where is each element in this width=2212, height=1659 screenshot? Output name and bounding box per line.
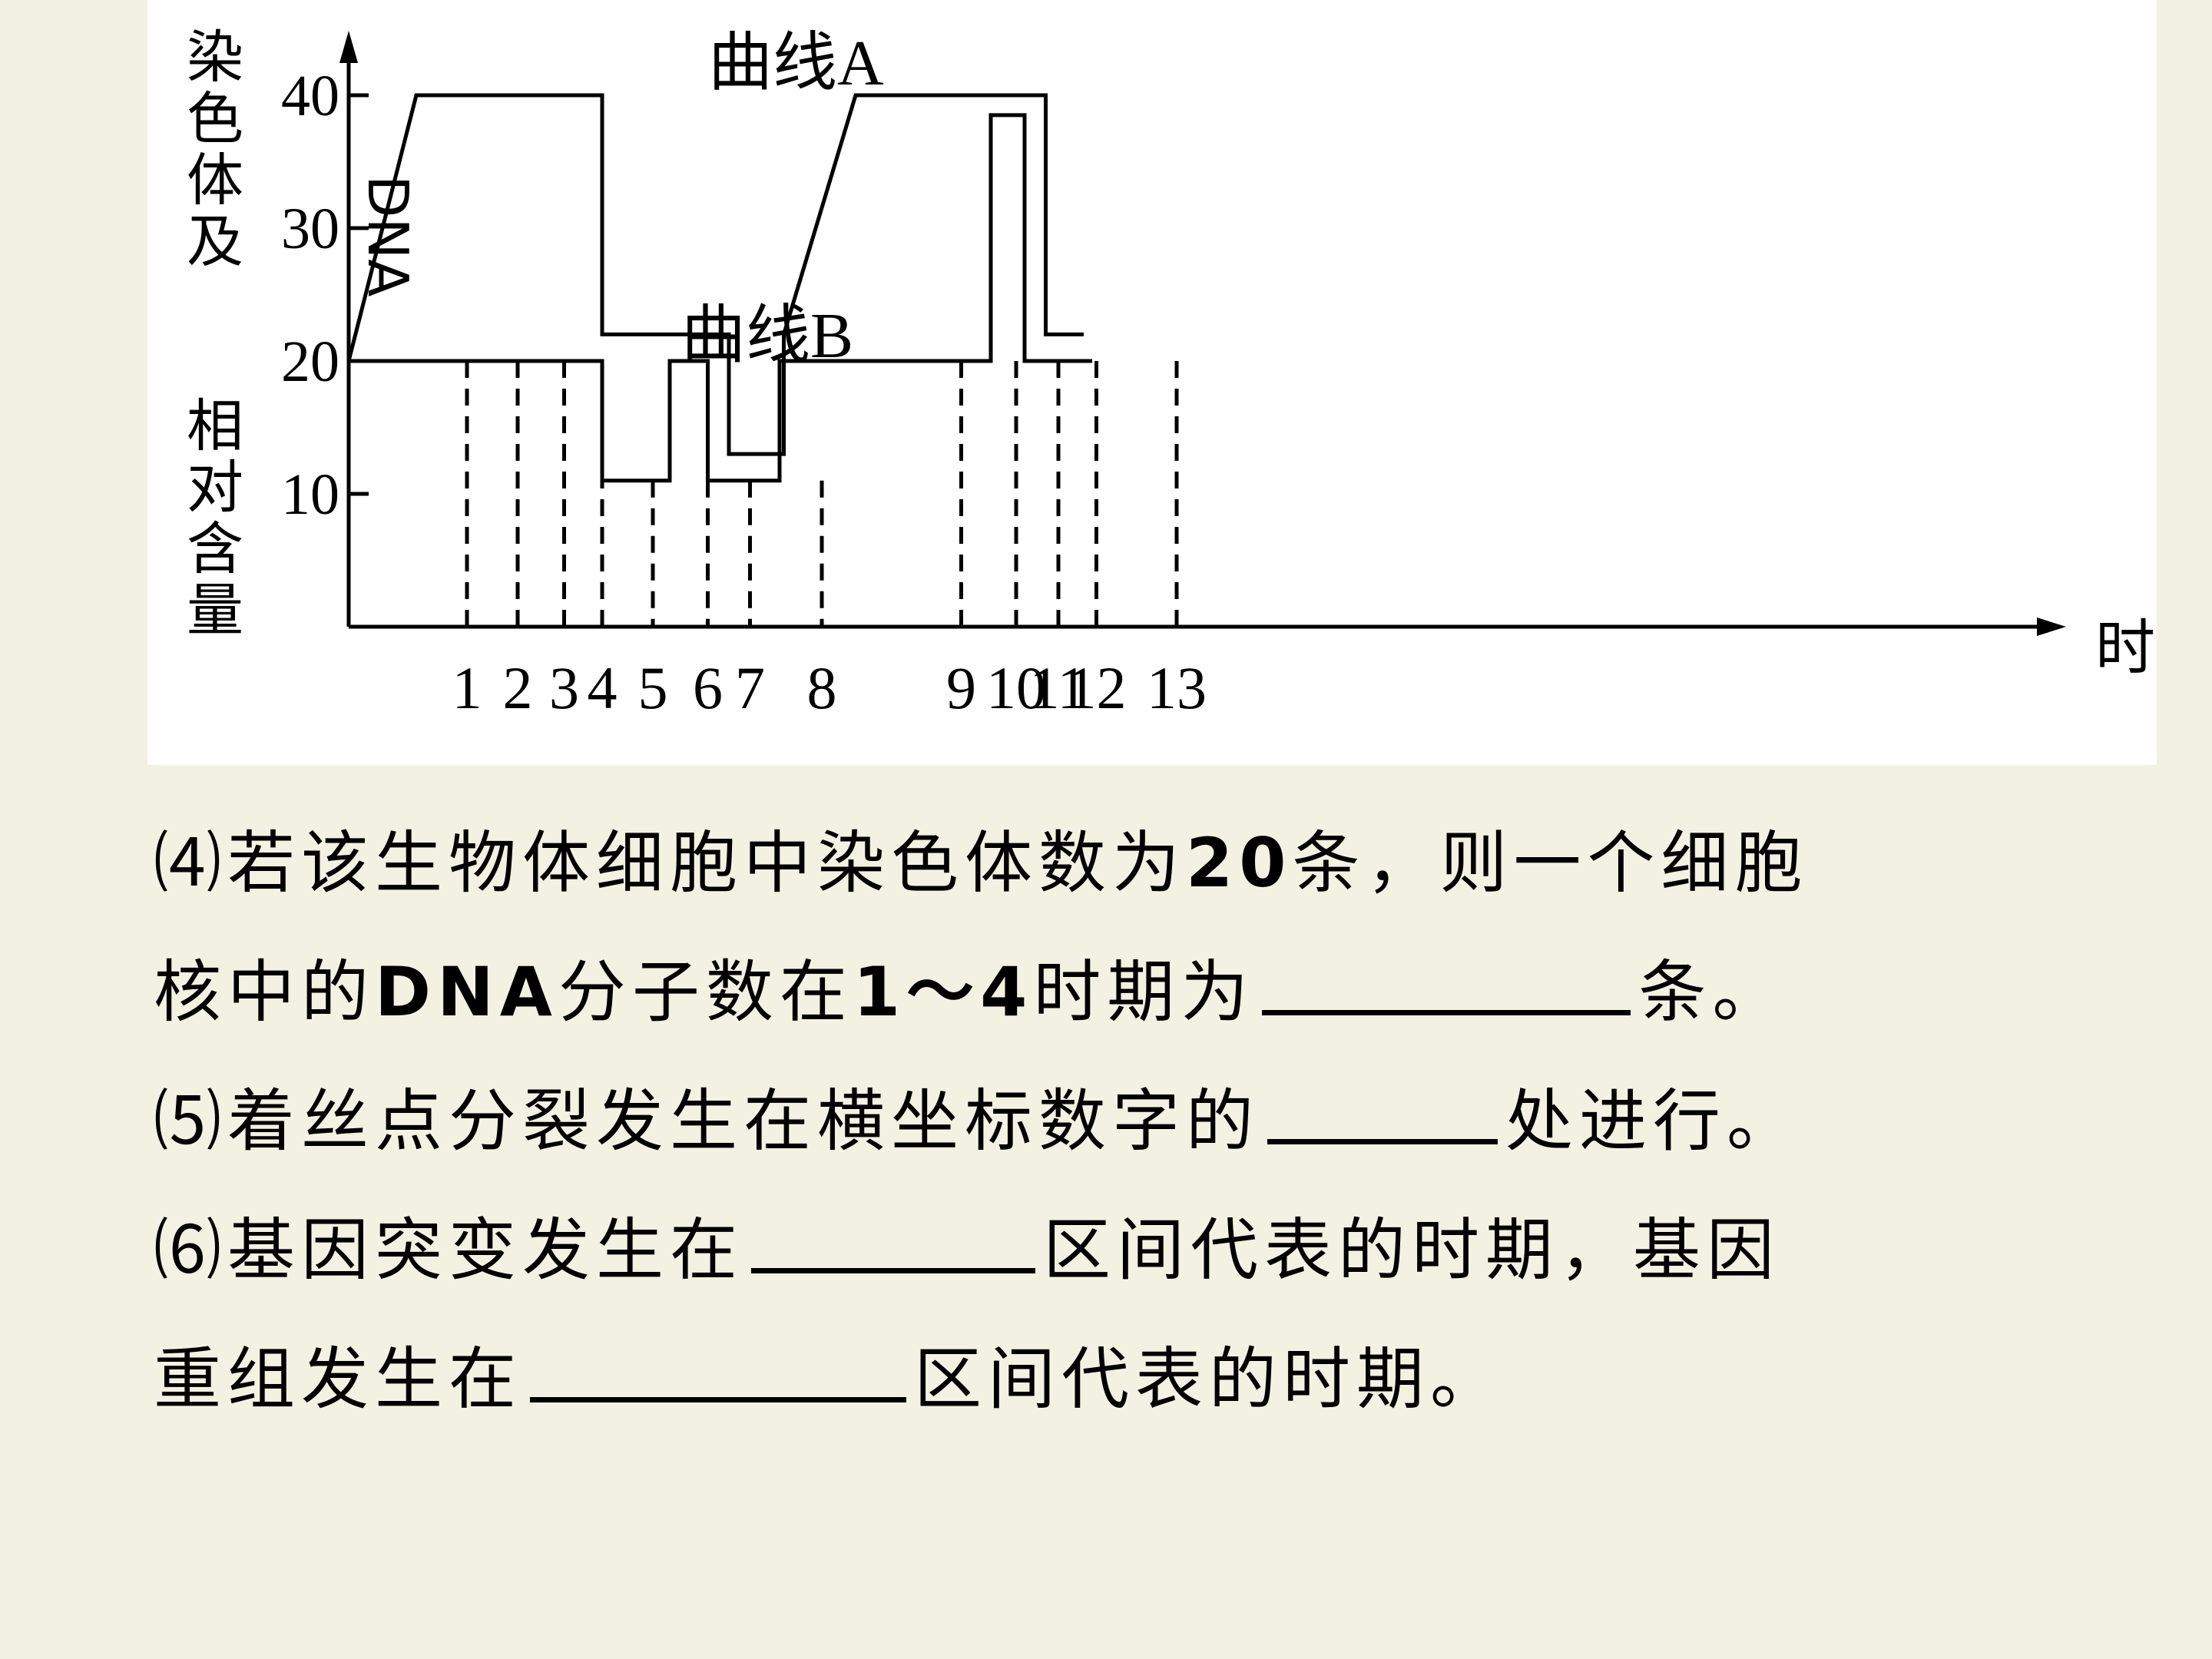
series-line-b (349, 113, 1092, 483)
q4-text-e: 时期为 (1033, 952, 1255, 1031)
y-tick-label: 20 (281, 329, 339, 394)
x-tick-label: 1 (452, 654, 482, 721)
q4-text-d: 分子数在 (558, 952, 853, 1031)
x-tick-label: 4 (588, 654, 618, 721)
q6-text-d: 区间代表的时期。 (914, 1339, 1505, 1419)
y-axis-label-dna: DNA (356, 175, 420, 297)
q6-text-c: 重组发生在 (154, 1339, 523, 1419)
q5-text-b: 处进行。 (1505, 1081, 1801, 1161)
y-axis-label-char: 量 (187, 578, 243, 644)
y-axis-label-char: 含 (187, 516, 243, 582)
q4-line-1: ⑷若该生物体细胞中染色体数为20条，则一个细胞 (154, 799, 2166, 928)
q4-text-c: 核中的 (154, 952, 376, 1031)
x-axis-arrow (2037, 618, 2066, 636)
q4-dna-term: DNA (375, 952, 558, 1031)
q4-range: 1～4 (853, 952, 1034, 1031)
y-tick-label: 10 (281, 462, 339, 527)
q6-text-a: ⑹基因突变发生在 (154, 1210, 744, 1290)
q5-line: ⑸着丝点分裂发生在横坐标数字的 处进行。 (154, 1057, 2166, 1186)
y-axis-label-char: 及 (187, 209, 243, 275)
y-tick-label: 30 (281, 197, 339, 261)
x-tick-label: 7 (735, 654, 765, 721)
q5-text-a: ⑸着丝点分裂发生在横坐标数字的 (154, 1081, 1260, 1161)
x-tick-label: 10 (986, 654, 1046, 721)
q4-text-b: 条，则一个细胞 (1292, 823, 1809, 902)
q4-answer-blank[interactable] (1262, 942, 1631, 1015)
series-line-a (346, 93, 1084, 456)
series-label-a: 曲线A (708, 28, 884, 99)
x-tick-label: 3 (549, 654, 579, 721)
x-tick-label: 12 (1067, 654, 1127, 721)
x-tick-label: 6 (693, 654, 723, 721)
x-tick-label: 11 (1029, 654, 1087, 721)
q6-line-2: 重组发生在 区间代表的时期。 (154, 1315, 2166, 1444)
q6-mutation-blank[interactable] (751, 1200, 1036, 1273)
q4-chromosome-number: 20 (1186, 823, 1293, 902)
chart-figure: 10203040染色体及DNA相对含量12345678910111213时间曲线… (147, 0, 2157, 765)
y-axis-label-char: 相 (187, 393, 243, 459)
x-tick-label: 9 (946, 654, 976, 721)
x-axis-title: 时间 (2095, 614, 2157, 681)
y-tick-label: 40 (281, 64, 339, 128)
y-axis-label-char: 色 (187, 86, 243, 152)
y-axis-label-char: 对 (187, 455, 243, 521)
q6-recombination-blank[interactable] (530, 1330, 907, 1402)
q6-text-b: 区间代表的时期，基因 (1043, 1210, 1781, 1290)
x-tick-label: 13 (1147, 654, 1207, 721)
x-tick-label: 2 (503, 654, 533, 721)
q4-text-a: ⑷若该生物体细胞中染色体数为 (154, 823, 1187, 902)
y-axis-label-char: 体 (187, 147, 243, 214)
series-label-b: 曲线B (681, 300, 853, 372)
x-tick-label: 8 (807, 654, 837, 721)
q4-text-f: 条。 (1638, 952, 1786, 1031)
y-axis-arrow (339, 31, 358, 63)
q6-line-1: ⑹基因突变发生在 区间代表的时期，基因 (154, 1186, 2166, 1315)
q4-line-2: 核中的DNA分子数在1～4时期为 条。 (154, 928, 2166, 1057)
dna-chromosome-chart: 10203040染色体及DNA相对含量12345678910111213时间曲线… (187, 25, 2157, 721)
q5-answer-blank[interactable] (1267, 1071, 1498, 1144)
question-text: ⑷若该生物体细胞中染色体数为20条，则一个细胞 核中的DNA分子数在1～4时期为… (154, 799, 2166, 1444)
x-tick-label: 5 (638, 654, 668, 721)
y-axis-label-char: 染 (187, 25, 243, 91)
